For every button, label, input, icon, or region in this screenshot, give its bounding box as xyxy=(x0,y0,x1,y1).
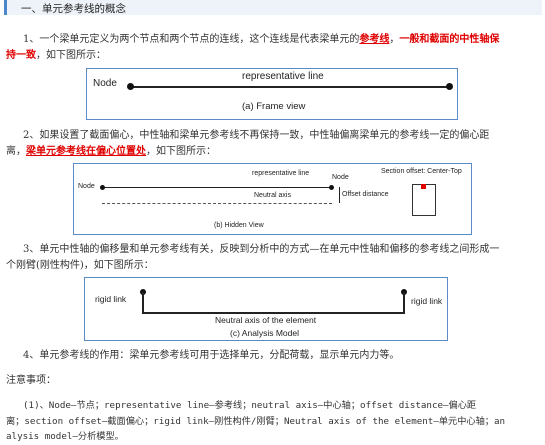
fig-c-neutral-label: Neutral axis of the element xyxy=(215,315,317,325)
fig-b-section-offset-label: Section offset: Center-Top xyxy=(381,168,462,175)
paragraph-3: 3、单元中性轴的偏移量和单元参考线有关，反映到分析中的方式—在单元中性轴和偏移的… xyxy=(23,241,543,258)
fig-b-offset-arrow xyxy=(339,187,340,203)
fig-b-offset-label: Offset distance xyxy=(342,191,389,198)
fig-b-rep-line-label: representative line xyxy=(252,170,310,177)
fig-a-line-label: representative line xyxy=(242,71,324,82)
fig-b-section-box xyxy=(412,184,436,216)
fig-c-caption: (c) Analysis Model xyxy=(230,328,299,338)
fig-b-center-top-marker xyxy=(421,184,426,189)
fig-b-neutral-axis xyxy=(102,203,332,204)
para1-emphasis-b: 持一致 xyxy=(6,50,36,61)
fig-c-neutral-axis xyxy=(142,312,405,314)
fig-a-node-right xyxy=(446,83,453,90)
fig-c-rigid-left-label: rigid link xyxy=(95,294,127,304)
para2-text-b: 离， xyxy=(6,146,26,157)
figure-a-frame-view: Node representative line (a) Frame view xyxy=(86,68,458,120)
reference-line-link[interactable]: 参考线 xyxy=(359,34,390,45)
fig-b-representative-line xyxy=(102,187,332,189)
paragraph-1-cont: 持一致，如下图所示： xyxy=(6,47,542,64)
para2-text: 2、如果设置了截面偏心，中性轴和梁单元参考线不再保持一致，中性轴偏离梁单元的参考… xyxy=(23,130,490,141)
fig-a-node-label: Node xyxy=(93,78,117,89)
fig-a-node-left xyxy=(127,83,134,90)
paragraph-4: 4、单元参考线的作用：梁单元参考线可用于选择单元，分配荷载，显示单元内力等。 xyxy=(23,350,400,361)
fig-a-representative-line xyxy=(131,86,449,88)
figure-b-hidden-view: Node representative line Node Neutral ax… xyxy=(73,163,472,235)
paragraph-2: 2、如果设置了截面偏心，中性轴和梁单元参考线不再保持一致，中性轴偏离梁单元的参考… xyxy=(23,127,543,144)
fig-c-rigid-link-right xyxy=(403,292,405,313)
para1-text: 1、一个梁单元定义为两个节点和两个节点的连线，这个连线是代表梁单元的 xyxy=(23,34,360,45)
fig-a-caption: (a) Frame view xyxy=(242,101,306,112)
paragraph-2-cont: 离，梁单元参考线在偏心位置处，如下图所示： xyxy=(6,143,542,160)
para3-line1: 3、单元中性轴的偏移量和单元参考线有关，反映到分析中的方式—在单元中性轴和偏移的… xyxy=(23,244,500,255)
paragraph-3-cont: 个刚臂(刚性构件)，如下图所示： xyxy=(6,257,542,274)
para1-tail: ，如下图所示： xyxy=(36,50,106,61)
section-title: 一、单元参考线的概念 xyxy=(21,3,126,15)
fig-b-caption: (b) Hidden View xyxy=(214,222,264,229)
fig-b-node-left: Node xyxy=(78,183,95,190)
para2-tail: ，如下图所示： xyxy=(146,146,216,157)
note-1-line1: (1)、Node—节点；representative line—参考线；neut… xyxy=(23,400,477,411)
figure-c-analysis-model: rigid link rigid link Neutral axis of th… xyxy=(84,277,448,341)
fig-b-node-dot-left xyxy=(100,185,105,190)
notes-title: 注意事项： xyxy=(6,375,56,386)
fig-c-rigid-right-label: rigid link xyxy=(411,296,443,306)
paragraph-1: 1、一个梁单元定义为两个节点和两个节点的连线，这个连线是代表梁单元的参考线，一般… xyxy=(23,31,543,48)
note-1-line3: alysis model—分析模型。 xyxy=(6,431,124,442)
para3-line2: 个刚臂(刚性构件)，如下图所示： xyxy=(6,260,154,271)
fig-b-node-dot-right xyxy=(329,185,334,190)
offset-reference-link[interactable]: 梁单元参考线在偏心位置处 xyxy=(26,146,146,157)
fig-c-rigid-link-left xyxy=(142,292,144,313)
section-header: 一、单元参考线的概念 xyxy=(4,0,542,15)
fig-b-neutral-label: Neutral axis xyxy=(254,192,291,199)
fig-b-node-right: Node xyxy=(332,174,349,181)
para1-sep: ， xyxy=(389,34,400,45)
para1-emphasis-a: 一般和截面的中性轴保 xyxy=(399,34,500,45)
note-1-line2: 离；section offset—截面偏心；rigid link—刚性构件/刚臂… xyxy=(6,416,506,427)
